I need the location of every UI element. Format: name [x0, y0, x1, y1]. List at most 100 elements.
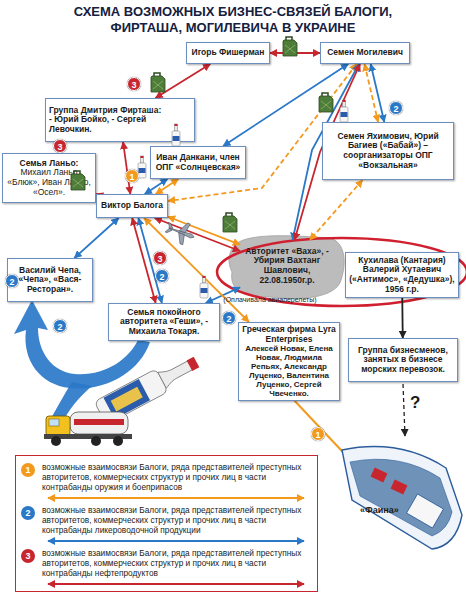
connector	[270, 52, 320, 54]
highlight-ellipse	[217, 238, 466, 306]
ship-faina	[391, 480, 408, 495]
route-line	[403, 384, 405, 436]
airplane	[168, 226, 195, 239]
legend-arrow	[48, 583, 304, 585]
note-label: (Оплачивала авиаперелеты)	[222, 296, 318, 304]
person-box: Кухилава (Кантария) Валерий Хутаевич («А…	[345, 252, 459, 298]
connector	[310, 180, 363, 240]
airplane	[165, 223, 174, 234]
node-text: Иван Данкани, член ОПГ «Солнцевская»	[154, 153, 242, 172]
vodka-bottle	[138, 156, 146, 178]
texture-blob	[229, 236, 344, 299]
person-box: Семья покойного авторитета «Геши», - Мих…	[108, 303, 220, 341]
node-text: Семен Могилевич	[327, 48, 403, 58]
callout-number: 3	[21, 549, 35, 563]
person-box: Семья Ланьо:Михаил Ланьо «Блюк», Иван Ла…	[2, 153, 96, 203]
person-box: Греческая фирма Lyra EnterprisesАлексей …	[238, 322, 340, 401]
person-box: Василий Чепа, «Чепа», «Вася- Ресторан».	[7, 258, 93, 302]
legend-sample	[42, 494, 310, 502]
tanker-truck	[74, 419, 124, 425]
person-box: Игорь Фишерман	[186, 42, 270, 64]
callout-number: 3	[153, 251, 167, 265]
callout-number: 1	[21, 463, 35, 477]
connector	[156, 179, 179, 194]
node-text: Авторитет «Ваха», - Убирия Вахтанг Шавло…	[243, 247, 331, 285]
connector	[365, 64, 379, 122]
fuel-canister	[223, 213, 237, 232]
airplane	[163, 217, 198, 248]
vodka-bottle	[138, 163, 146, 178]
legend-text: возможные взаимосвязи Балоги, ряда предс…	[42, 505, 312, 535]
vodka-bottle	[141, 156, 144, 158]
node-text: - Юрий Бойко, - Сергей Левочкин.	[49, 115, 161, 134]
connector	[155, 64, 210, 98]
diagram-title: СХЕМА ВОЗМОЖНЫХ БИЗНЕС-СВЯЗЕЙ БАЛОГИ, ФИ…	[43, 4, 423, 35]
vodka-bottle	[201, 288, 208, 293]
callout-number: 2	[5, 274, 19, 288]
node-text: Семья покойного авторитета «Геши», - Мих…	[112, 308, 216, 337]
vodka-bottle	[141, 156, 144, 163]
node-text: Группа бизнесменов, занятых в бизнесе мо…	[352, 346, 454, 375]
legend-text: возможные взаимосвязи Балоги, ряда предс…	[42, 548, 312, 578]
legend-sample	[42, 580, 310, 588]
callout-number: 2	[222, 311, 236, 325]
tanker-truck	[44, 412, 132, 446]
node-text: Игорь Фишерман	[192, 48, 265, 58]
node-text: Василий Чепа, «Чепа», «Вася- Ресторан».	[11, 266, 89, 295]
vodka-bottle	[200, 283, 208, 298]
callout-number: 2	[155, 269, 169, 283]
person-box: Семен Могилевич	[320, 42, 410, 64]
vodka-bottle	[139, 168, 146, 173]
person-box: Семен Яхимович, Юрий Багиев («Бабай») – …	[322, 122, 454, 180]
tanker-truck	[46, 416, 70, 436]
callout-number: 3	[53, 139, 67, 153]
vodka-bottle	[340, 100, 348, 122]
person-box: Авторитет «Ваха», - Убирия Вахтанг Шавло…	[240, 240, 334, 292]
airplane	[175, 221, 190, 244]
callout-number: 1	[311, 427, 325, 441]
vodka-bottle	[340, 107, 348, 122]
connector	[371, 64, 385, 122]
fuel-canister	[154, 73, 160, 76]
vodka-bottle	[203, 276, 206, 283]
node-text: Группа Дмитрия Фирташа:	[49, 106, 161, 116]
callout-number: 1	[125, 169, 139, 183]
ship-faina	[371, 468, 388, 483]
connector	[401, 298, 403, 338]
ship-faina	[350, 459, 452, 536]
node-text: Кухилава (Кантария) Валерий Хутаевич («А…	[349, 256, 455, 294]
fuel-canister	[226, 213, 232, 216]
connector	[74, 218, 118, 258]
legend-text: возможные взаимосвязи Балоги, ряда предс…	[42, 462, 312, 492]
node-text: Семья Ланьо:	[20, 159, 79, 169]
smuggling-swoosh	[50, 382, 92, 424]
callout-number: 2	[53, 319, 67, 333]
legend-arrow	[48, 540, 304, 542]
node-text: Михаил Ланьо «Блюк», Иван Ланьо, «Осел».	[6, 168, 92, 197]
note-label: «Фаина»	[360, 506, 410, 516]
fuel-canister	[151, 76, 165, 92]
tanker-truck	[49, 419, 59, 426]
fuel-canister	[285, 45, 295, 53]
fuel-canister	[322, 93, 328, 96]
vodka-bottle	[343, 100, 346, 102]
tanker-truck	[44, 434, 132, 439]
vodka-bottle	[343, 100, 346, 107]
fuel-canister	[223, 216, 237, 232]
person-box: Виктор Балога	[96, 194, 168, 218]
fuel-canister	[286, 37, 292, 40]
fuel-canister	[319, 96, 333, 112]
connector	[145, 179, 168, 194]
node-text: Семен Яхимович, Юрий Багиев («Бабай») – …	[326, 132, 450, 170]
person-box: Группа Дмитрия Фирташа:- Юрий Бойко, - С…	[45, 98, 195, 142]
fuel-canister	[319, 93, 333, 112]
vodka-bottle-large	[187, 357, 200, 371]
vodka-bottle-large	[111, 387, 143, 412]
vodka-bottle-large	[94, 369, 168, 425]
tanker-truck	[113, 436, 123, 446]
vodka-bottle	[341, 112, 348, 117]
person-box: Группа бизнесменов, занятых в бизнесе мо…	[348, 338, 458, 382]
connector	[132, 218, 155, 303]
vodka-bottle	[200, 276, 208, 298]
